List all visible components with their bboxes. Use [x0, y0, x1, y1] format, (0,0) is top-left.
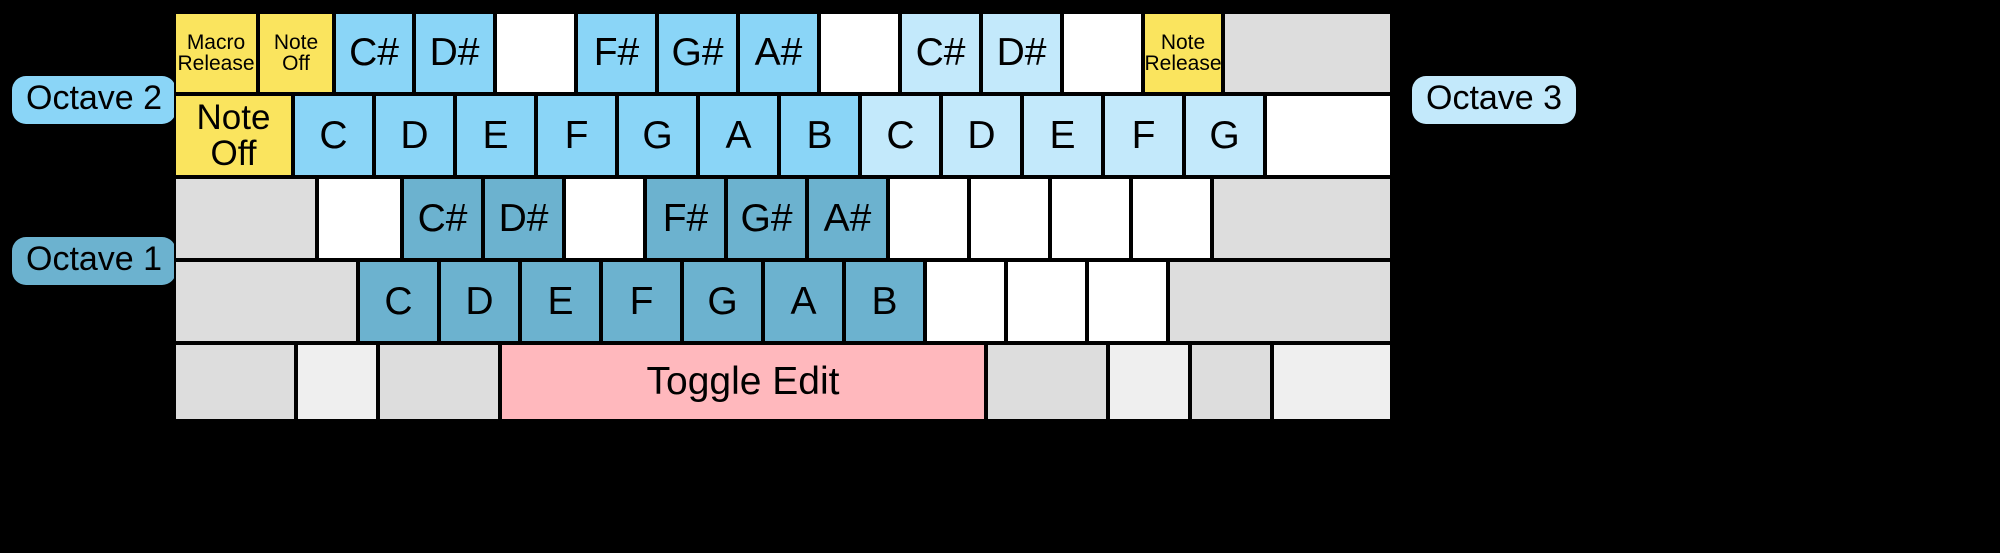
- key-top-letter-row-13-blank[interactable]: [1265, 94, 1392, 177]
- key-bottom-letter-row-10-blank[interactable]: [1087, 260, 1168, 343]
- key-home-row-4-blank[interactable]: [564, 177, 645, 260]
- key-bottom-letter-row-3-e[interactable]: E: [520, 260, 601, 343]
- key-space-row-7-blank[interactable]: [1272, 343, 1392, 421]
- key-home-row-1-blank[interactable]: [317, 177, 402, 260]
- key-number-row-3-d-sharp[interactable]: D#: [414, 12, 495, 94]
- key-space-row-6-blank[interactable]: [1190, 343, 1272, 421]
- key-home-row-11-blank[interactable]: [1131, 177, 1212, 260]
- key-home-row-0-blank[interactable]: [174, 177, 317, 260]
- key-number-row-9-c-sharp[interactable]: C#: [900, 12, 981, 94]
- key-top-letter-row-10-e[interactable]: E: [1022, 94, 1103, 177]
- key-space-row-1-blank[interactable]: [296, 343, 378, 421]
- key-bottom-letter-row-5-g[interactable]: G: [682, 260, 763, 343]
- key-top-letter-row-5-g[interactable]: G: [617, 94, 698, 177]
- key-number-row-12-note-release[interactable]: Note Release: [1143, 12, 1223, 94]
- key-space-row-3-toggle-edit[interactable]: Toggle Edit: [500, 343, 986, 421]
- key-home-row-2-c-sharp[interactable]: C#: [402, 177, 483, 260]
- key-space-row-2-blank[interactable]: [378, 343, 500, 421]
- key-home-row-12-blank[interactable]: [1212, 177, 1392, 260]
- key-number-row-4-blank[interactable]: [495, 12, 576, 94]
- keyboard-row-home-row: C#D# F#G#A#: [174, 177, 1392, 260]
- octave-1-badge: Octave 1: [12, 237, 177, 285]
- key-number-row-6-g-sharp[interactable]: G#: [657, 12, 738, 94]
- key-home-row-10-blank[interactable]: [1050, 177, 1131, 260]
- key-home-row-7-a-sharp[interactable]: A#: [807, 177, 888, 260]
- key-bottom-letter-row-4-f[interactable]: F: [601, 260, 682, 343]
- keyboard-row-space-row: Toggle Edit: [174, 343, 1392, 421]
- octave-2-badge: Octave 2: [12, 76, 177, 124]
- key-top-letter-row-2-d[interactable]: D: [374, 94, 455, 177]
- key-home-row-6-g-sharp[interactable]: G#: [726, 177, 807, 260]
- key-number-row-8-blank[interactable]: [819, 12, 900, 94]
- key-bottom-letter-row-11-blank[interactable]: [1168, 260, 1392, 343]
- key-top-letter-row-1-c[interactable]: C: [293, 94, 374, 177]
- key-top-letter-row-3-e[interactable]: E: [455, 94, 536, 177]
- key-top-letter-row-11-f[interactable]: F: [1103, 94, 1184, 177]
- key-bottom-letter-row-8-blank[interactable]: [925, 260, 1006, 343]
- octave-3-badge: Octave 3: [1412, 76, 1577, 124]
- key-top-letter-row-7-b[interactable]: B: [779, 94, 860, 177]
- key-space-row-4-blank[interactable]: [986, 343, 1108, 421]
- key-top-letter-row-8-c[interactable]: C: [860, 94, 941, 177]
- key-bottom-letter-row-0-blank[interactable]: [174, 260, 358, 343]
- key-number-row-0-macro-release[interactable]: Macro Release: [174, 12, 258, 94]
- key-number-row-13-blank[interactable]: [1223, 12, 1392, 94]
- key-number-row-2-c-sharp[interactable]: C#: [334, 12, 414, 94]
- key-space-row-5-blank[interactable]: [1108, 343, 1190, 421]
- key-number-row-5-f-sharp[interactable]: F#: [576, 12, 657, 94]
- key-bottom-letter-row-9-blank[interactable]: [1006, 260, 1087, 343]
- key-bottom-letter-row-6-a[interactable]: A: [763, 260, 844, 343]
- key-bottom-letter-row-7-b[interactable]: B: [844, 260, 925, 343]
- key-top-letter-row-4-f[interactable]: F: [536, 94, 617, 177]
- key-top-letter-row-6-a[interactable]: A: [698, 94, 779, 177]
- key-home-row-3-d-sharp[interactable]: D#: [483, 177, 564, 260]
- key-number-row-11-blank[interactable]: [1062, 12, 1143, 94]
- key-top-letter-row-9-d[interactable]: D: [941, 94, 1022, 177]
- key-space-row-0-blank[interactable]: [174, 343, 296, 421]
- key-bottom-letter-row-2-d[interactable]: D: [439, 260, 520, 343]
- key-home-row-8-blank[interactable]: [888, 177, 969, 260]
- key-home-row-5-f-sharp[interactable]: F#: [645, 177, 726, 260]
- key-number-row-1-note-off[interactable]: Note Off: [258, 12, 334, 94]
- key-bottom-letter-row-1-c[interactable]: C: [358, 260, 439, 343]
- key-top-letter-row-12-g[interactable]: G: [1184, 94, 1265, 177]
- key-top-letter-row-0-note-off[interactable]: Note Off: [174, 94, 293, 177]
- key-home-row-9-blank[interactable]: [969, 177, 1050, 260]
- key-number-row-10-d-sharp[interactable]: D#: [981, 12, 1062, 94]
- key-number-row-7-a-sharp[interactable]: A#: [738, 12, 819, 94]
